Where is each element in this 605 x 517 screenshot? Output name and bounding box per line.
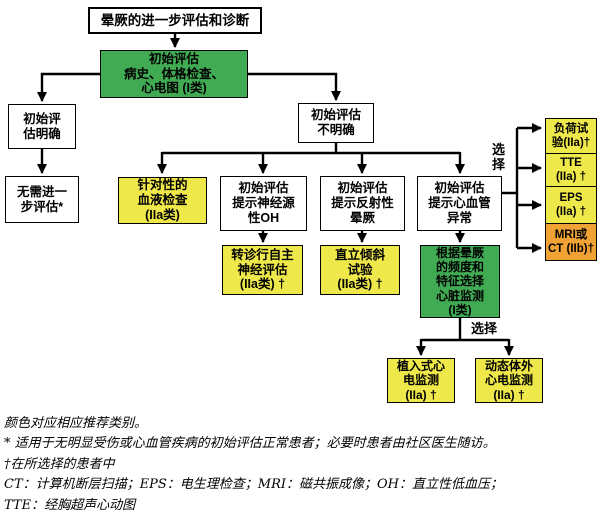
node-reflex-syncope: 初始评估 提示反射性 晕厥	[320, 176, 405, 231]
connector-monitor-split	[421, 318, 509, 342]
footnote-abbreviations-2: TTE：经胸超声心动图	[4, 497, 136, 513]
footnote-dagger: †在所选择的患者中	[4, 456, 115, 472]
node-targeted-blood-test: 针对性的 血液检查 (IIa类)	[118, 177, 207, 224]
node-cardiovascular-abnormal: 初始评估 提示心血管 异常	[417, 176, 502, 231]
right-option-column: 负荷试 验(IIa)† TTE (IIa) † EPS (IIa) † MRI或…	[545, 118, 597, 261]
node-initial-evaluation: 初始评估 病史、体格检查、 心电图 (I类)	[100, 50, 248, 98]
node-eps: EPS (IIa) †	[546, 186, 596, 223]
node-no-further-evaluation: 无需进一 步评估*	[5, 176, 79, 223]
connector-initial-to-unclear	[247, 72, 341, 101]
node-evaluation-unclear: 初始评估 不明确	[298, 103, 374, 143]
footnote-asterisk: * 适用于无明显受伤或心血管疾病的初始评估正常患者；必要时患者由社区医生随访。	[4, 436, 496, 452]
footnotes: 颜色对应相应推荐类别。 * 适用于无明显受伤或心血管疾病的初始评估正常患者；必要…	[4, 414, 602, 516]
node-tilt-test: 直立倾斜 试验 (IIa类) †	[320, 245, 400, 295]
node-evaluation-clear: 初始评 估明确	[8, 104, 76, 149]
footnote-abbreviations-1: CT：计算机断层扫描；EPS：电生理检查；MRI：磁共振成像；OH：直立性低血压…	[4, 477, 503, 493]
connector-cardio-right-rail	[502, 128, 519, 248]
node-title: 晕厥的进一步评估和诊断	[88, 7, 262, 34]
connector-initial-to-clear	[37, 72, 101, 102]
node-external-ambulatory-monitor: 动态体外 心电监测 (IIa) †	[475, 358, 543, 403]
footnote-color-legend: 颜色对应相应推荐类别。	[4, 416, 148, 431]
node-stress-test: 负荷试 验(IIa)†	[546, 119, 596, 153]
node-mri-ct: MRI或 CT (IIb)†	[546, 223, 596, 260]
select-label-right: 选择	[491, 142, 505, 173]
node-implantable-monitor: 植入式心 电监测 (IIa) †	[387, 358, 455, 403]
connector-unclear-rail	[162, 142, 460, 155]
node-autonomic-referral: 转诊行自主 神经评估 (IIa类) †	[222, 245, 303, 295]
node-tte: TTE (IIa) †	[546, 153, 596, 186]
node-cardiac-monitor-choice: 根据晕厥 的频度和 特征选择 心脏监测 (I类)	[420, 245, 500, 318]
node-neurogenic-oh: 初始评估 提示神经源 性OH	[220, 176, 307, 231]
select-label-bottom: 选择	[470, 321, 497, 336]
